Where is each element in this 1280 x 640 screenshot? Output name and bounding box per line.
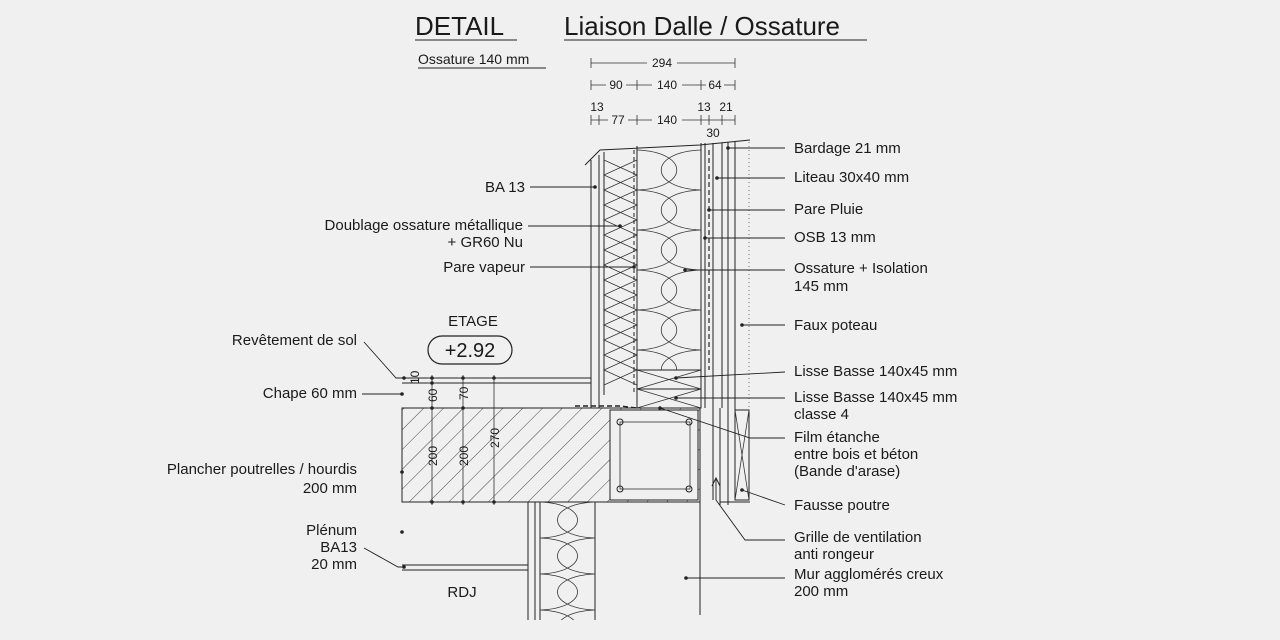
dim-21: 21 xyxy=(719,100,733,114)
dim-60: 60 xyxy=(426,388,440,402)
chainage xyxy=(609,409,699,501)
label-grille: Grille de ventilation xyxy=(794,529,922,546)
label-ba13-plenum-2: 20 mm xyxy=(311,556,357,573)
dim-ticks xyxy=(590,115,736,125)
dim-140: 140 xyxy=(657,78,677,92)
label-grille-2: anti rongeur xyxy=(794,546,874,563)
label-plenum: Plénum xyxy=(306,522,357,539)
left-labels: BA 13 Doublage ossature métallique + GR6… xyxy=(167,179,636,601)
lower-wall xyxy=(402,501,701,620)
label-plancher: Plancher poutrelles / hourdis xyxy=(167,461,357,478)
title-right: Liaison Dalle / Ossature xyxy=(564,11,840,41)
upper-wall xyxy=(584,139,751,505)
dim-10: 10 xyxy=(408,370,422,384)
level-marker: ETAGE +2.92 xyxy=(427,313,513,365)
label-mur: Mur agglomérés creux xyxy=(794,566,944,583)
label-ba13-plenum: BA13 xyxy=(320,539,357,556)
label-chape: Chape 60 mm xyxy=(263,385,357,402)
label-film-2: entre bois et béton xyxy=(794,446,918,463)
label-osb: OSB 13 mm xyxy=(794,229,876,246)
dim-ticks xyxy=(590,80,736,90)
dim-70: 70 xyxy=(457,386,471,400)
dim-30: 30 xyxy=(706,126,720,140)
dim-140-b: 140 xyxy=(657,113,677,127)
label-lisse-1: Lisse Basse 140x45 mm xyxy=(794,363,957,380)
level-box xyxy=(427,335,513,365)
right-labels: Bardage 21 mm Liteau 30x40 mm Pare Pluie… xyxy=(658,140,957,600)
dim-200-b: 200 xyxy=(457,446,471,466)
dim-13-left: 13 xyxy=(590,100,604,114)
vertical-dimensions: 10 60 200 70 200 270 xyxy=(408,370,502,505)
label-lisse-2: Lisse Basse 140x45 mm xyxy=(794,389,957,406)
label-plancher-2: 200 mm xyxy=(303,480,357,497)
subtitle: Ossature 140 mm xyxy=(418,51,529,67)
dim-200-a: 200 xyxy=(426,446,440,466)
label-revetement: Revêtement de sol xyxy=(232,332,357,349)
level-name: ETAGE xyxy=(448,313,498,330)
title-left: DETAIL xyxy=(415,11,504,41)
dim-77: 77 xyxy=(611,113,625,127)
label-ossature-2: 145 mm xyxy=(794,278,848,295)
lower-insulation xyxy=(540,501,595,620)
label-pare-vapeur: Pare vapeur xyxy=(443,259,525,276)
dim-270: 270 xyxy=(488,428,502,448)
level-value: +2.92 xyxy=(445,340,496,362)
label-rdj: RDJ xyxy=(447,584,476,601)
label-pare-pluie: Pare Pluie xyxy=(794,201,863,218)
dim-64: 64 xyxy=(708,78,722,92)
label-liteau: Liteau 30x40 mm xyxy=(794,169,909,186)
label-film: Film étanche xyxy=(794,429,880,446)
label-faux-poteau: Faux poteau xyxy=(794,317,877,334)
break-line xyxy=(584,139,751,166)
label-bardage: Bardage 21 mm xyxy=(794,140,901,157)
film-etanche xyxy=(575,405,638,409)
dim-ticks xyxy=(590,58,736,68)
dim-294: 294 xyxy=(652,56,672,70)
slab xyxy=(401,407,701,503)
top-dimensions: 294 90 140 64 13 13 21 77 140 30 xyxy=(590,56,736,140)
dim-90: 90 xyxy=(609,78,623,92)
label-fausse-poutre: Fausse poutre xyxy=(794,497,890,514)
label-film-3: (Bande d'arase) xyxy=(794,463,900,480)
title-block: DETAIL Liaison Dalle / Ossature Ossature… xyxy=(415,11,867,69)
label-ossature: Ossature + Isolation xyxy=(794,260,928,277)
label-doublage-2: + GR60 Nu xyxy=(448,234,523,251)
label-mur-2: 200 mm xyxy=(794,583,848,600)
label-lisse-2b: classe 4 xyxy=(794,406,849,423)
label-ba13: BA 13 xyxy=(485,179,525,196)
dim-13-right: 13 xyxy=(697,100,711,114)
label-doublage: Doublage ossature métallique xyxy=(325,217,523,234)
